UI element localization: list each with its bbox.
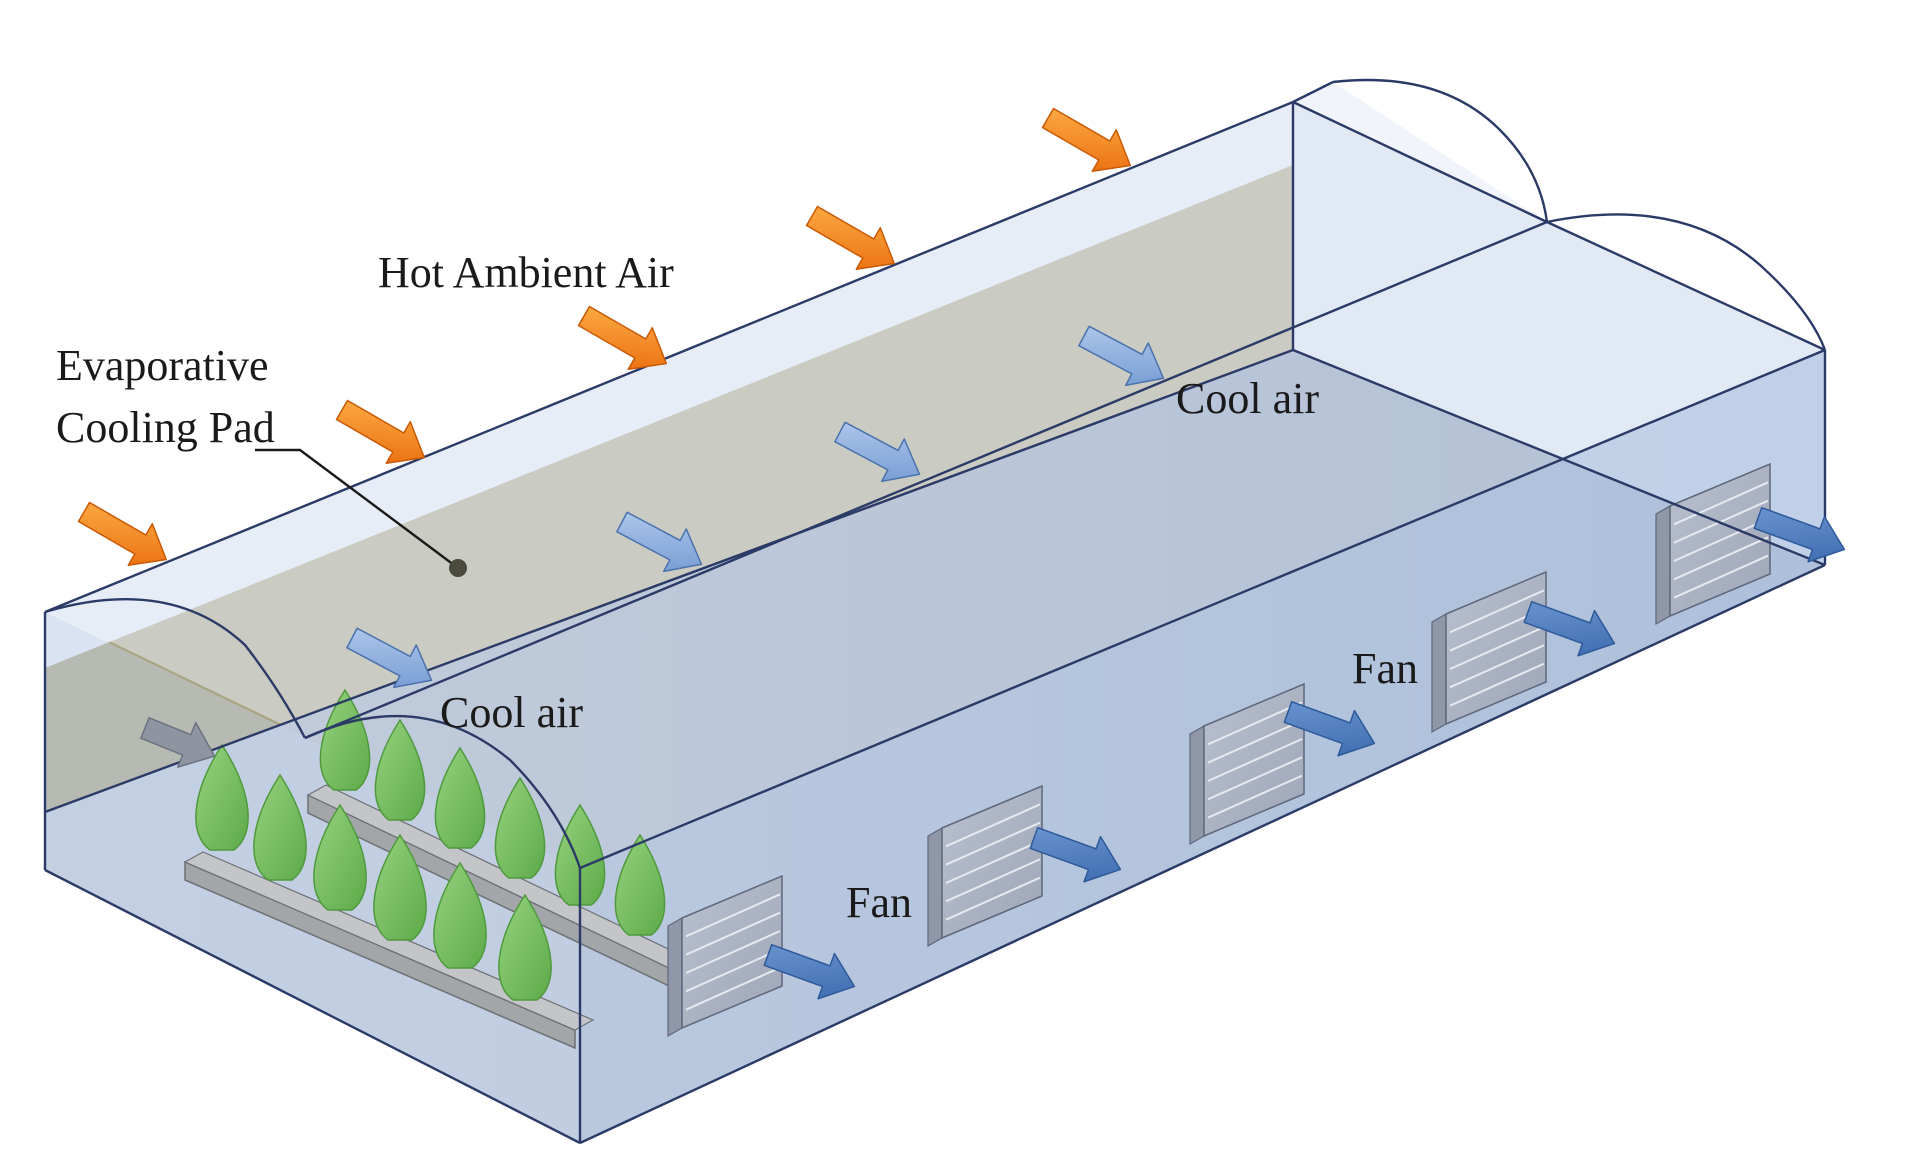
leaf-icon — [373, 833, 427, 941]
exhaust-air-arrows — [763, 506, 1846, 1000]
cool-air-arrows — [140, 325, 1165, 768]
cooling-pad-label: Cooling Pad — [56, 403, 275, 452]
louvered-fan-icon — [1655, 462, 1771, 626]
leaf-icon — [614, 833, 666, 936]
leaf-icon — [374, 718, 426, 821]
hot-air-arrow — [77, 501, 168, 567]
plant-rows — [183, 688, 710, 1050]
louvered-fan-icon — [927, 784, 1043, 948]
cool-air-arrow — [834, 421, 921, 483]
hot-ambient-air-label: Hot Ambient Air — [378, 248, 674, 297]
hot-air-arrow — [335, 399, 426, 465]
fan-label-right: Fan — [1352, 644, 1418, 693]
leaf-icon — [494, 776, 546, 879]
structure-outline — [43, 78, 1827, 1145]
louvered-fan-icon — [1431, 570, 1547, 734]
leaf-icon — [433, 861, 487, 969]
labels: Hot Ambient Air Evaporative Cooling Pad … — [56, 248, 1418, 927]
exhaust-air-arrow — [1283, 700, 1376, 757]
plant-bench-top — [183, 851, 595, 1031]
hot-air-arrow — [1041, 107, 1132, 173]
hot-air-arrows — [77, 107, 1132, 567]
cool-air-arrow — [1078, 325, 1165, 387]
hot-air-arrow — [805, 205, 896, 271]
cool-air-label-top: Cool air — [1176, 374, 1319, 423]
pad-pointer — [255, 448, 467, 577]
leaf-icon — [253, 773, 307, 881]
exhaust-air-arrow — [763, 943, 856, 1000]
leaf-icon — [434, 746, 486, 849]
cool-air-arrow — [616, 511, 703, 573]
louvered-fan-icon — [1189, 682, 1305, 846]
exhaust-air-arrow — [1753, 506, 1846, 563]
cool-air-label-mid: Cool air — [440, 688, 583, 737]
louvered-fan-icon — [667, 874, 783, 1038]
leaf-icon — [313, 803, 367, 911]
exhaust-fans — [667, 462, 1771, 1038]
cool-air-arrow — [346, 627, 433, 689]
fan-label-left: Fan — [846, 878, 912, 927]
cool-air-arrow — [140, 717, 216, 768]
leaf-icon — [195, 743, 249, 851]
leaf-icon — [498, 893, 552, 1001]
exhaust-air-arrow — [1029, 826, 1122, 883]
exhaust-air-arrow — [1523, 600, 1616, 657]
evaporative-label: Evaporative — [56, 341, 269, 390]
pad-pointer-dot — [449, 559, 467, 577]
hot-air-arrow — [577, 305, 668, 371]
